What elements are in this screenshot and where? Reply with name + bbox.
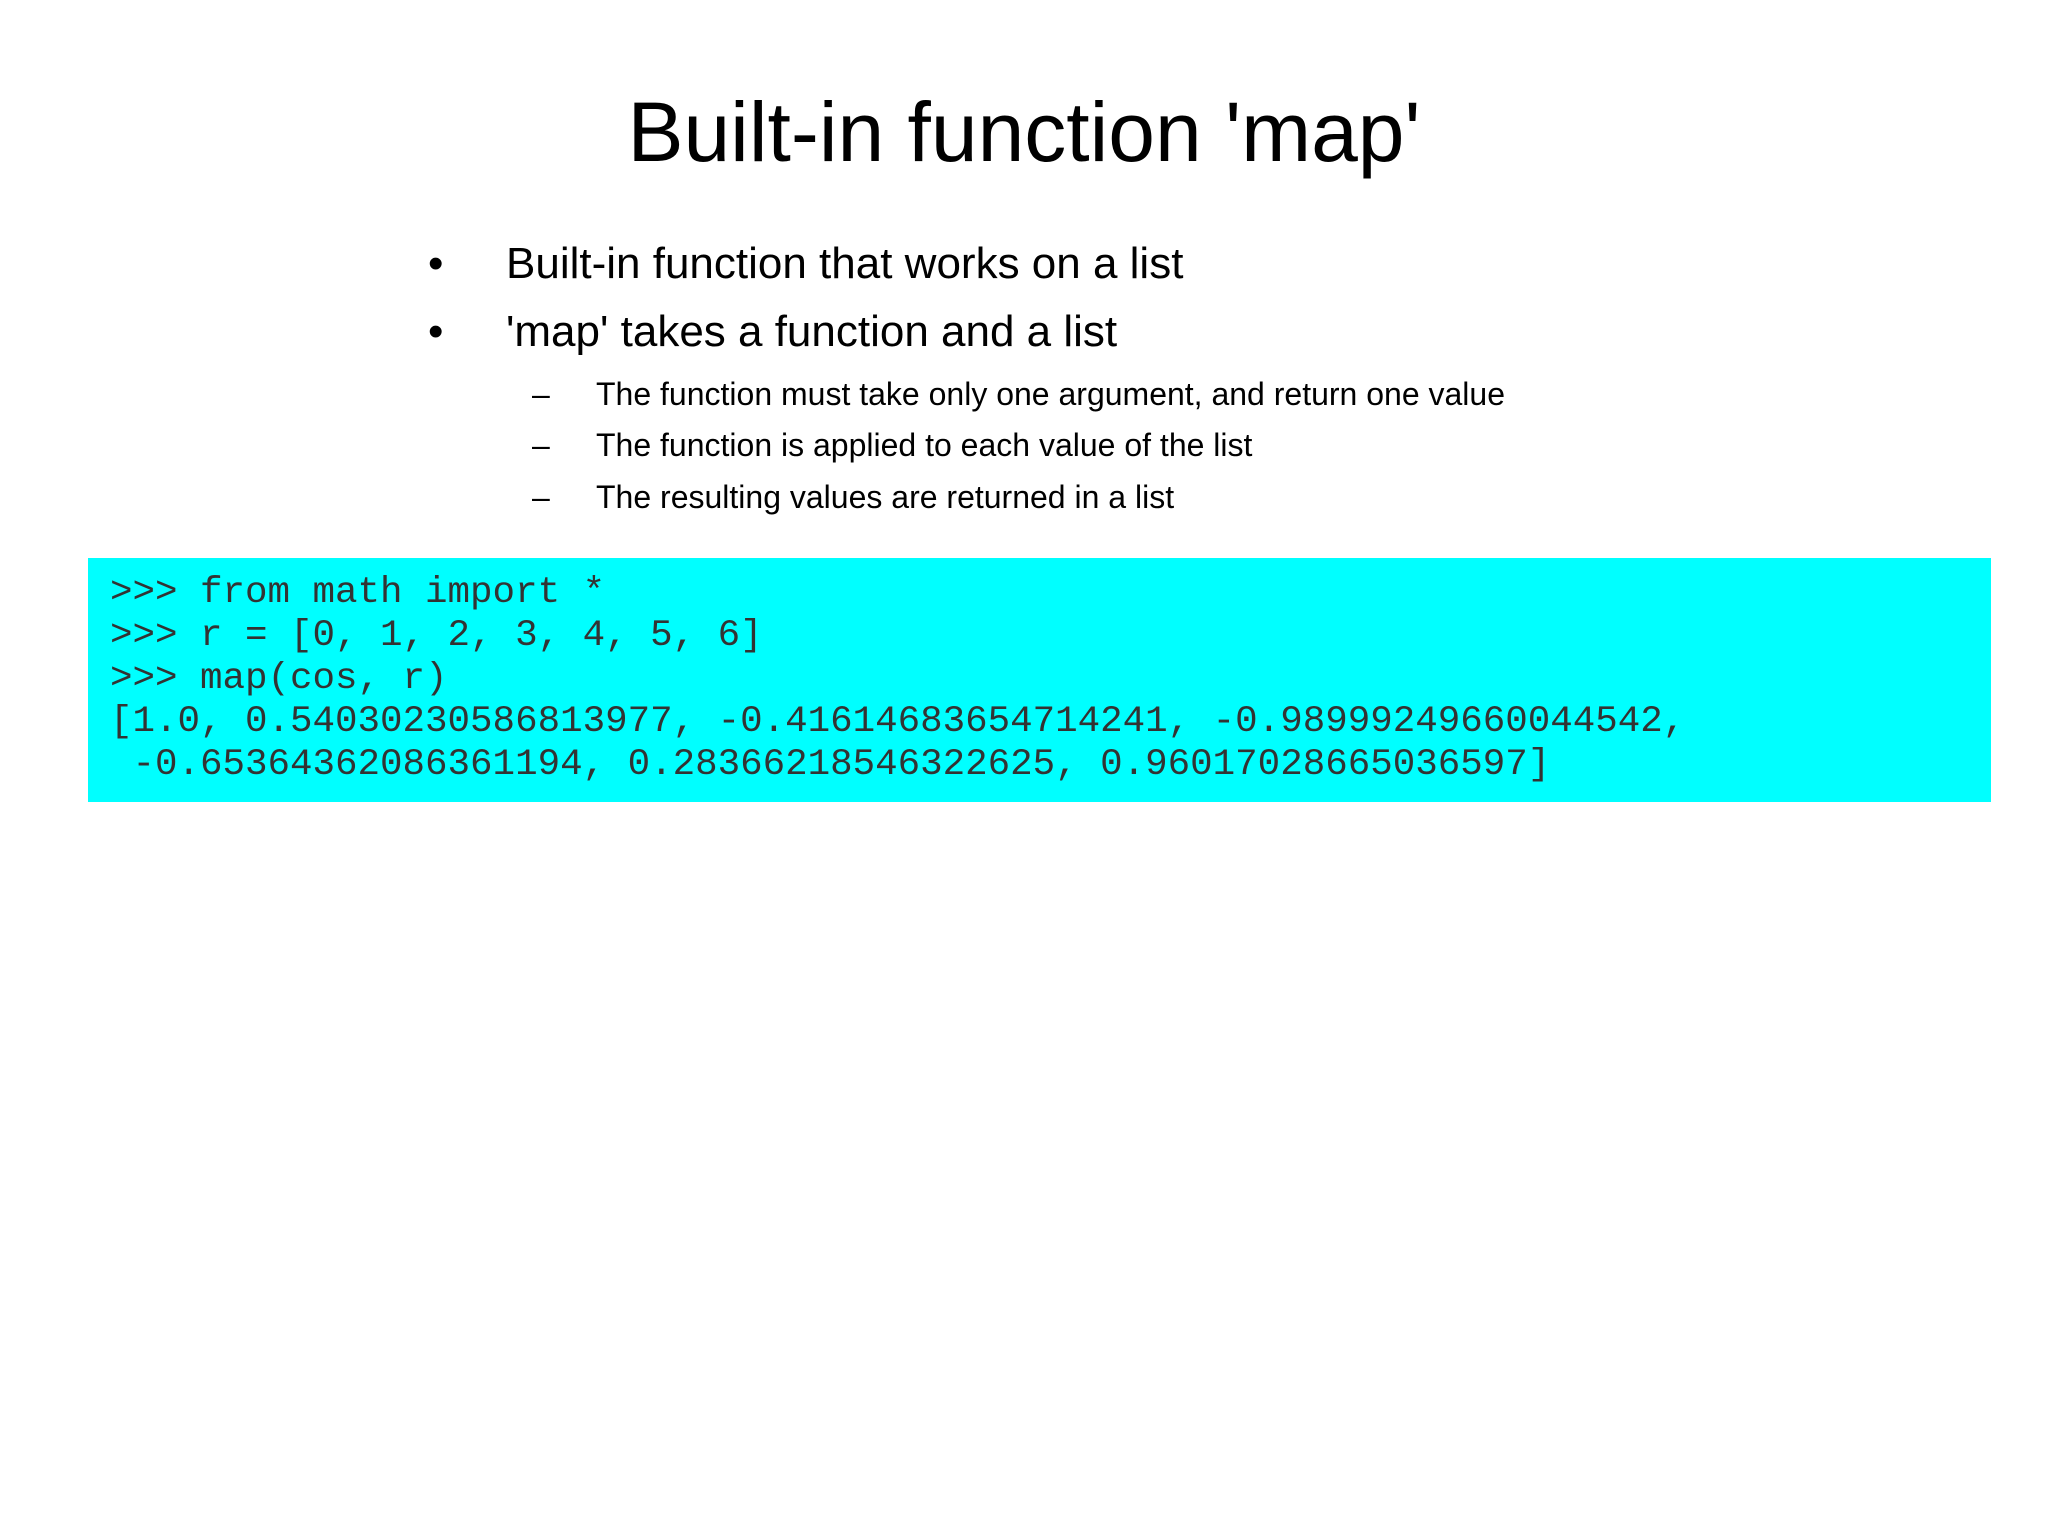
bullet-list: • Built-in function that works on a list… <box>0 0 2048 540</box>
sub-bullet-text: The function must take only one argument… <box>596 376 1505 412</box>
sub-bullet-marker: – <box>532 479 550 515</box>
code-line: >>> from math import * <box>110 572 606 614</box>
bullet-text: 'map' takes a function and a list <box>506 307 1118 356</box>
sub-bullet-marker: – <box>532 427 550 463</box>
code-line: >>> r = [0, 1, 2, 3, 4, 5, 6] <box>110 615 763 657</box>
sub-bullet-text: The resulting values are returned in a l… <box>596 479 1175 515</box>
code-block: >>> from math import * >>> r = [0, 1, 2,… <box>88 558 1991 802</box>
bullet-marker: • <box>428 239 444 288</box>
bullet-text: Built-in function that works on a list <box>506 239 1184 288</box>
bullet-marker: • <box>428 307 444 356</box>
code-line: [1.0, 0.54030230586813977, -0.4161468365… <box>110 701 1686 743</box>
sub-bullet-marker: – <box>532 376 550 412</box>
code-line: >>> map(cos, r) <box>110 658 448 700</box>
slide-title: Built-in function 'map' <box>627 85 1421 179</box>
sub-bullet-text: The function is applied to each value of… <box>596 427 1253 463</box>
code-line: -0.65364362086361194, 0.2836621854632262… <box>110 744 1551 786</box>
